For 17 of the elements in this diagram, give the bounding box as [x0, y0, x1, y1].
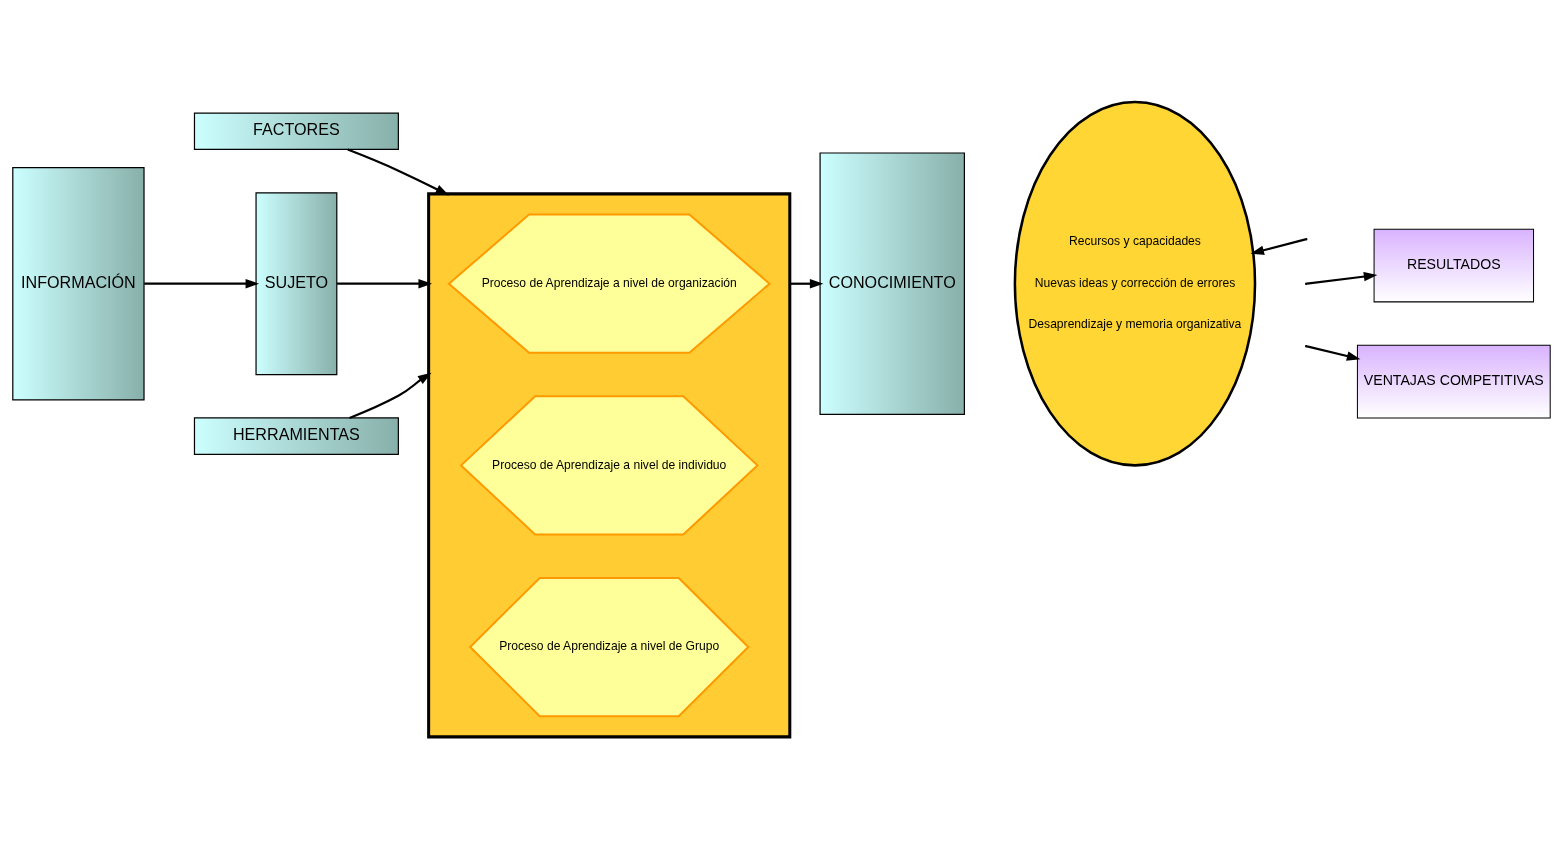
- arrow: [347, 148, 450, 196]
- arrow: [789, 278, 824, 289]
- node-box: FACTORES: [193, 112, 399, 151]
- node-box: CONOCIMIENTO: [819, 152, 965, 416]
- arrow: [1306, 345, 1361, 361]
- arrow: [1306, 271, 1378, 285]
- node-ellipse: Recursos y capacidades Nuevas ideas y corrección de errores Desaprendizaje y memoria organizativa: [1013, 100, 1257, 467]
- node-box: HERRAMIENTAS: [193, 417, 399, 455]
- arrow: [144, 278, 260, 289]
- cluster: [427, 192, 792, 739]
- node-box: RESULTADOS: [1373, 228, 1535, 303]
- arrow: [1250, 238, 1306, 255]
- arrow: [349, 372, 432, 419]
- node-box: INFORMACIÓN: [12, 167, 145, 401]
- node-box: VENTAJAS COMPETITIVAS: [1356, 344, 1551, 419]
- arrow: [337, 278, 432, 289]
- node-box: SUJETO: [255, 192, 338, 376]
